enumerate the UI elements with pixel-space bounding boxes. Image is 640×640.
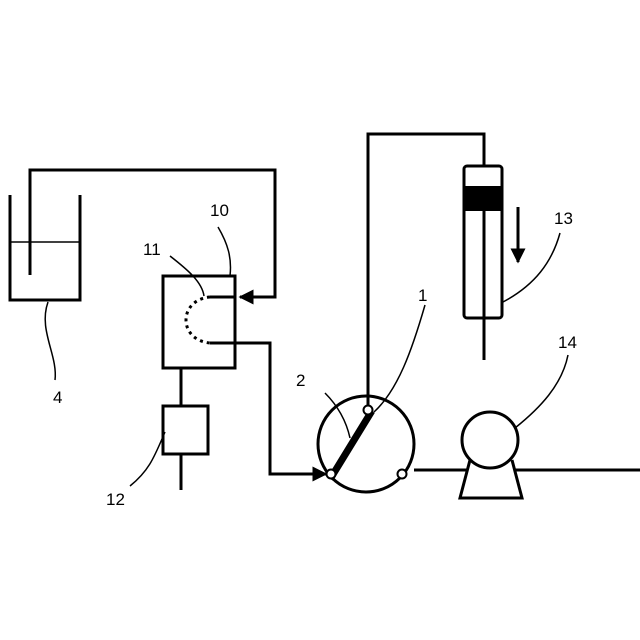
vessel xyxy=(163,276,235,368)
beaker xyxy=(10,195,80,300)
rotary-valve xyxy=(318,396,414,492)
label-valve: 1 xyxy=(418,286,427,305)
valve-rotor xyxy=(332,414,370,476)
label-pump: 14 xyxy=(558,333,577,352)
label-valve-rotor: 2 xyxy=(296,371,305,390)
valve-port-top xyxy=(364,406,373,415)
label-vessel: 10 xyxy=(210,201,229,220)
syringe xyxy=(464,166,518,360)
filter-unit xyxy=(163,368,208,490)
label-syringe: 13 xyxy=(554,209,573,228)
label-beaker: 4 xyxy=(53,388,62,407)
pump xyxy=(460,412,522,498)
tube-valve-to-syringe xyxy=(368,134,484,405)
valve-port-left xyxy=(327,470,336,479)
tube-vessel-to-valve xyxy=(235,343,326,474)
label-filter-unit: 12 xyxy=(106,490,125,509)
syringe-plunger xyxy=(464,186,502,211)
valve-port-right xyxy=(398,470,407,479)
tube-beaker-to-vessel xyxy=(30,170,275,297)
label-vessel-inner: 11 xyxy=(143,240,161,259)
vessel-inner-element xyxy=(186,297,210,343)
